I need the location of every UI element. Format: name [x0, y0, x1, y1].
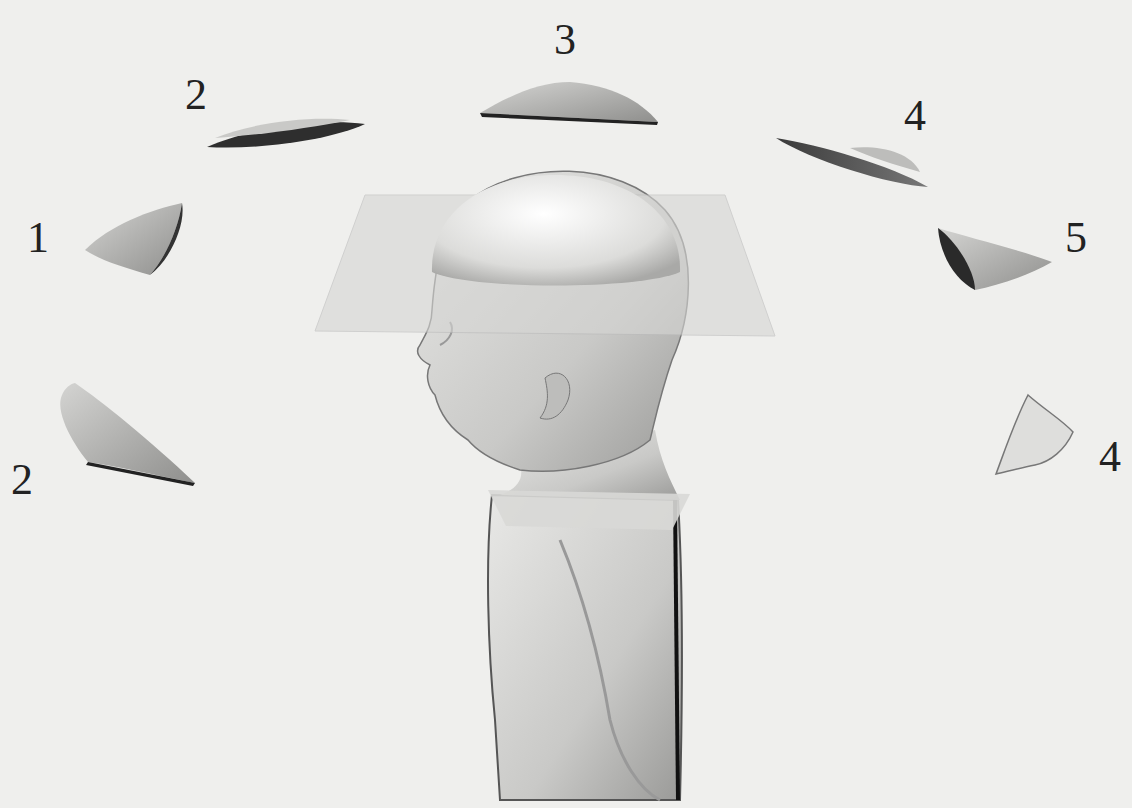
- bone-fragment: [85, 203, 182, 275]
- bone-fragment-edge: [86, 462, 195, 486]
- bone-fragment-edge: [480, 113, 658, 125]
- skull-dome: [432, 175, 680, 286]
- callout-number: 3: [554, 18, 576, 62]
- neck-plane: [488, 490, 690, 530]
- bone-fragment: [776, 138, 928, 187]
- arm-line: [560, 540, 660, 800]
- callout-number: 4: [904, 94, 926, 138]
- bone-fragment: [850, 147, 920, 172]
- bone-fragment-edge: [938, 228, 975, 290]
- bone-fragment-edge: [150, 203, 183, 275]
- callout-number: 1: [27, 216, 49, 260]
- bone-fragment: [215, 119, 350, 138]
- torso: [488, 495, 682, 800]
- callout-number: 2: [11, 458, 33, 502]
- callout-number: 2: [185, 73, 207, 117]
- ear: [540, 373, 570, 419]
- back-edge: [675, 500, 678, 800]
- bone-fragment: [996, 395, 1073, 474]
- bone-fragment: [60, 383, 195, 483]
- callout-number: 4: [1099, 435, 1121, 479]
- callout-number: 5: [1065, 216, 1087, 260]
- bone-fragment: [938, 228, 1052, 290]
